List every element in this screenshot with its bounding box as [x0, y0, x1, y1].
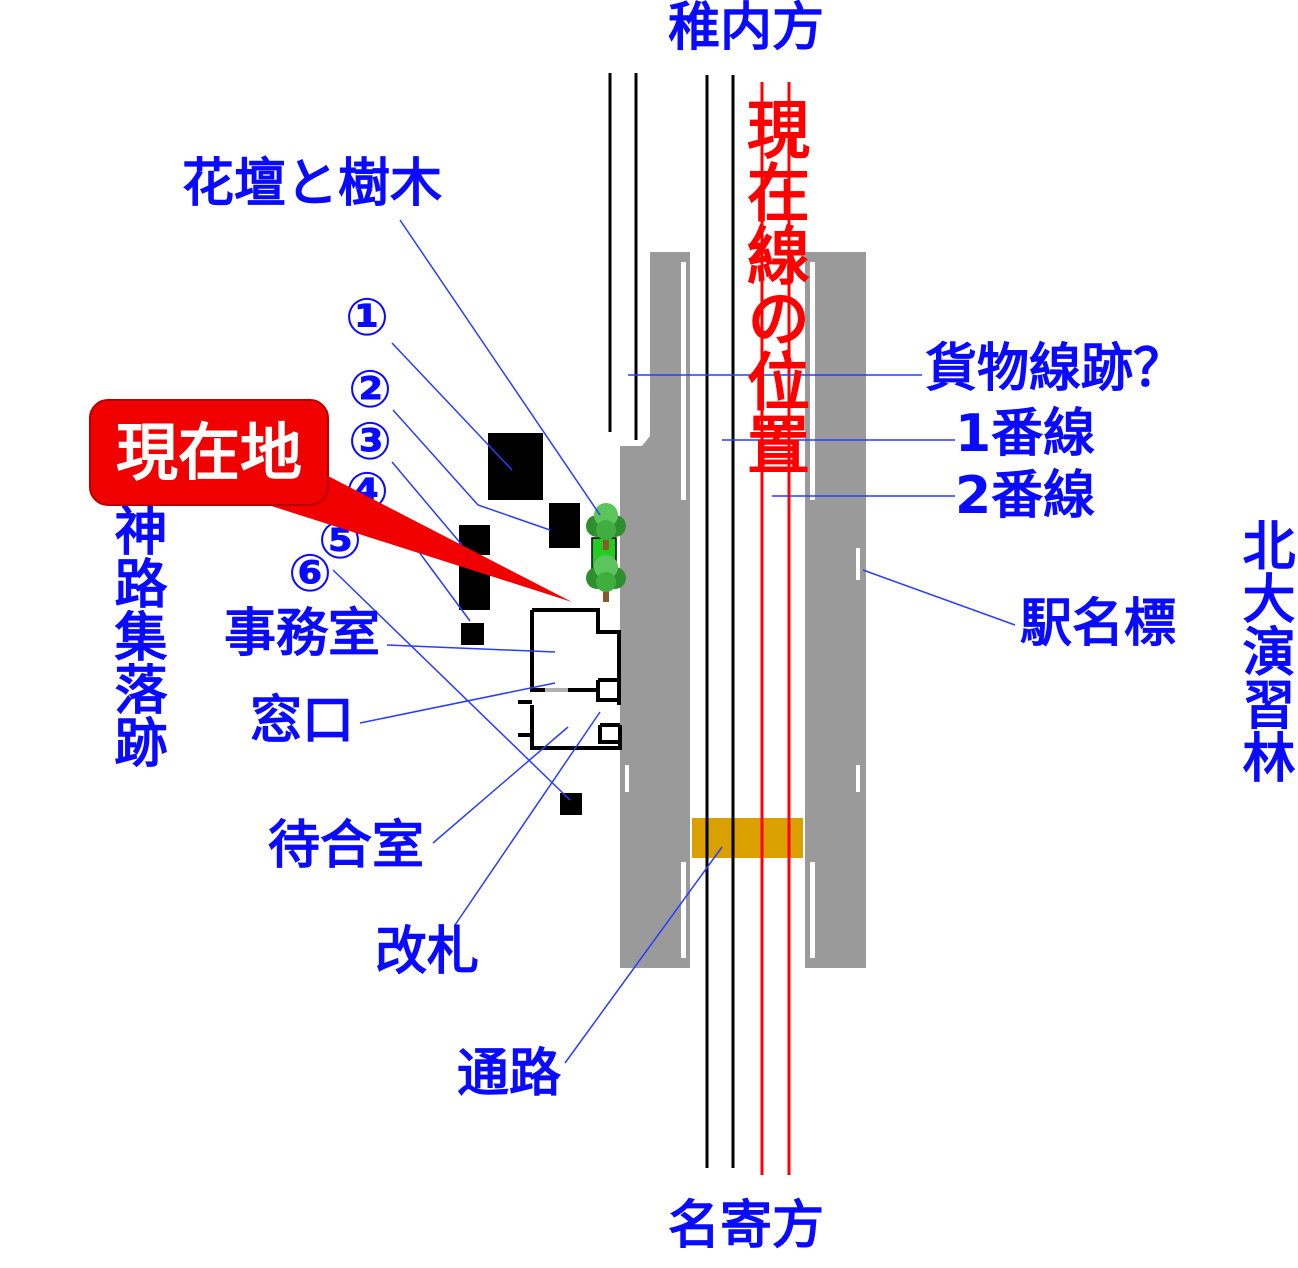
leader-flower-bed [399, 219, 601, 516]
direction-north-label: 稚内方 [668, 0, 825, 58]
freight-track-label: 貨物線跡？ [925, 339, 1186, 399]
track-2-label: 2番線 [955, 466, 1096, 526]
direction-south-label: 名寄方 [668, 1196, 825, 1256]
marker-2: ② [348, 360, 393, 420]
leader-ticket-gate [454, 711, 601, 926]
current-line-rails [760, 82, 791, 1175]
ticket-window-label: 窓口 [250, 691, 355, 751]
passage-label: 通路 [457, 1044, 562, 1104]
leader-office [386, 644, 556, 653]
marker-1: ① [345, 288, 390, 348]
building-1 [488, 433, 543, 500]
waiting-room-label: 待合室 [268, 816, 425, 876]
leader-passage [564, 846, 723, 1064]
marker-3: ③ [348, 412, 393, 472]
platform-right [805, 252, 866, 968]
freight-track-remains [608, 73, 638, 440]
ticket-gate-label: 改札 [375, 922, 480, 982]
leader-marker-1 [391, 342, 513, 471]
track-1-rails [705, 75, 735, 1168]
station-sign-label: 駅名標 [1020, 594, 1177, 654]
platform-left [620, 252, 690, 968]
village-ruins-label: 神路集落跡 [106, 503, 167, 768]
leader-ticket-window [359, 682, 556, 724]
leader-marker-2 [392, 409, 551, 531]
callout-pointer [262, 476, 572, 602]
callout-box [89, 399, 329, 506]
platform-edge-markings [625, 262, 860, 958]
track-1-label: 1番線 [955, 404, 1096, 464]
leader-waiting-room [432, 726, 569, 844]
building-6 [560, 793, 582, 815]
passage-crossing [692, 818, 803, 858]
tree-icon [586, 503, 626, 550]
current-location-label: 現在地 [115, 415, 302, 489]
station-name-sign [856, 548, 860, 580]
tree-icon [586, 555, 626, 602]
leader-marker-3 [391, 461, 463, 546]
leader-marker-6 [332, 569, 571, 801]
forest-area-label: 北大演習林 [1234, 518, 1295, 783]
building-5 [461, 623, 484, 645]
marker-6: ⑥ [288, 544, 333, 604]
building-2 [549, 503, 580, 548]
leader-lines [332, 219, 1016, 1064]
current-line-label: 現在線の位置 [737, 97, 810, 475]
leader-station-sign [862, 569, 1016, 626]
flower-bed-label: 花壇と樹木 [182, 154, 443, 214]
office-label: 事務室 [224, 604, 381, 664]
